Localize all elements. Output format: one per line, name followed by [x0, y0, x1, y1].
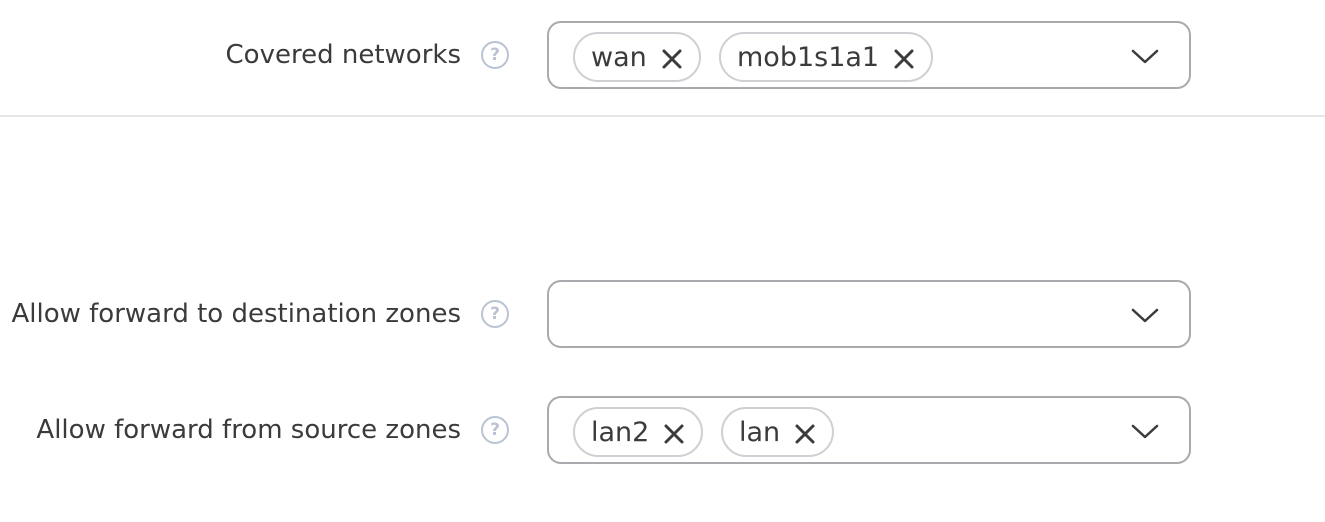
- covered-networks-select[interactable]: wan mob1s1a1: [547, 21, 1191, 89]
- chip-label: lan: [739, 416, 781, 448]
- destination-zones-row: Allow forward to destination zones ?: [0, 280, 1325, 348]
- close-icon[interactable]: [794, 421, 816, 444]
- chevron-down-icon[interactable]: [1131, 424, 1159, 440]
- source-zones-row: Allow forward from source zones ? lan2 l…: [0, 396, 1325, 464]
- covered-networks-row: Covered networks ? wan mob1s1a1: [0, 21, 1325, 89]
- close-icon[interactable]: [893, 46, 915, 69]
- help-glyph: ?: [490, 420, 500, 440]
- chip-label: lan2: [591, 416, 650, 448]
- chevron-down-icon[interactable]: [1131, 49, 1159, 65]
- close-icon[interactable]: [663, 421, 685, 444]
- close-icon[interactable]: [661, 46, 683, 69]
- question-circle-icon[interactable]: ?: [481, 300, 509, 328]
- source-zones-select[interactable]: lan2 lan: [547, 396, 1191, 464]
- section-divider: [0, 115, 1325, 117]
- question-circle-icon[interactable]: ?: [481, 416, 509, 444]
- chevron-down-icon[interactable]: [1131, 308, 1159, 324]
- chip-mob1s1a1: mob1s1a1: [719, 32, 934, 82]
- chip-wan: wan: [573, 32, 701, 82]
- chip-label: mob1s1a1: [737, 41, 880, 73]
- chip-lan2: lan2: [573, 407, 704, 457]
- destination-zones-select[interactable]: [547, 280, 1191, 348]
- help-glyph: ?: [490, 45, 500, 65]
- chip-lan: lan: [721, 407, 835, 457]
- destination-zones-label: Allow forward to destination zones: [11, 299, 461, 329]
- help-glyph: ?: [490, 304, 500, 324]
- chip-label: wan: [591, 41, 647, 73]
- covered-networks-label: Covered networks: [225, 40, 461, 70]
- source-zones-label: Allow forward from source zones: [36, 415, 461, 445]
- question-circle-icon[interactable]: ?: [481, 41, 509, 69]
